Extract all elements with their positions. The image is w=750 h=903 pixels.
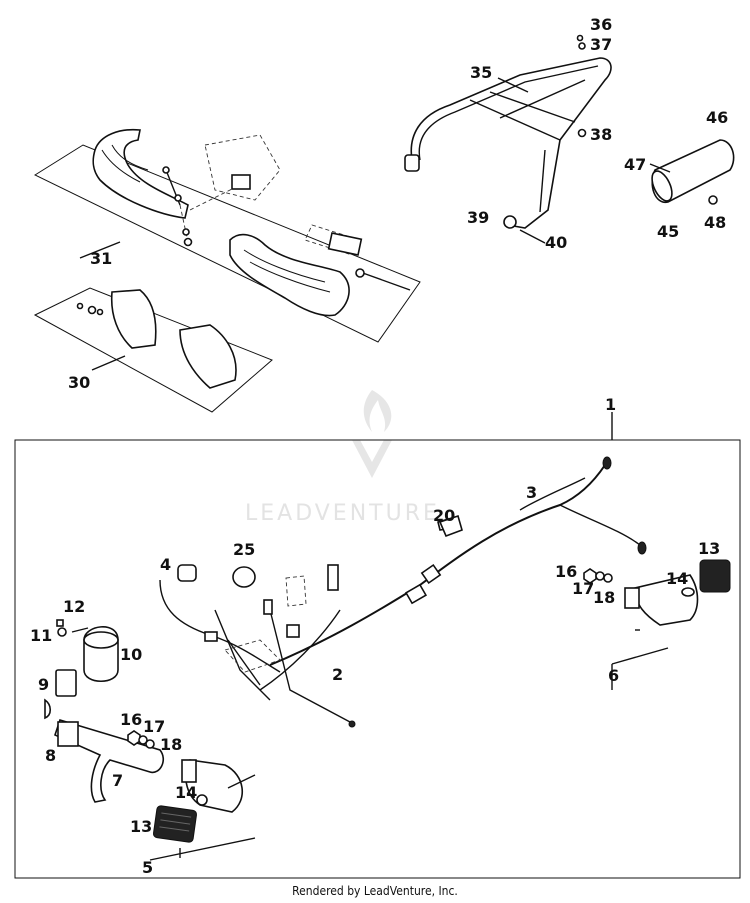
callout-31: 31 [90, 249, 112, 268]
callout-14-left: 14 [175, 783, 197, 802]
callout-36: 36 [590, 15, 612, 34]
lighting-kit-group-1 [14, 412, 741, 879]
shield-group-30 [33, 287, 273, 413]
callout-47: 47 [624, 155, 646, 174]
tail-light-lens-13 [699, 559, 731, 593]
wiring-harness-2 [159, 579, 281, 673]
leadventure-watermark: LEADVENTURE [245, 390, 440, 526]
callout-18-right: 18 [593, 588, 615, 607]
rack-frame [410, 57, 612, 229]
callout-30: 30 [68, 373, 90, 392]
callout-6: 6 [608, 666, 619, 685]
flame-logo-icon [363, 390, 392, 432]
group-30-panel [33, 287, 273, 413]
right-shield [179, 324, 237, 389]
footer-credit: Rendered by LeadVenture, Inc. [292, 884, 458, 898]
callout-10: 10 [120, 645, 142, 664]
callout-3: 3 [526, 483, 537, 502]
callout-11: 11 [30, 626, 52, 645]
handguard-group-31 [33, 128, 421, 343]
callout-12: 12 [63, 597, 85, 616]
callout-40: 40 [545, 233, 567, 252]
wire-clip-20 [438, 514, 463, 538]
tool-tube-45 [649, 139, 735, 205]
callout-37: 37 [590, 35, 612, 54]
callout-20: 20 [433, 506, 455, 525]
watermark-text: LEADVENTURE [245, 501, 440, 526]
kit-1-frame [14, 439, 741, 879]
callout-5: 5 [142, 858, 153, 877]
callout-2: 2 [332, 665, 343, 684]
callout-8: 8 [45, 746, 56, 765]
callout-14-right: 14 [666, 569, 688, 588]
bar-end-cylinder [327, 232, 363, 256]
callout-7: 7 [112, 771, 123, 790]
connector-4 [177, 564, 197, 582]
callout-48: 48 [704, 213, 726, 232]
callout-18-left: 18 [160, 735, 182, 754]
o-ring-25 [232, 566, 256, 588]
headlight-bracket-7 [54, 719, 165, 803]
callout-39: 39 [467, 208, 489, 227]
relay-8 [57, 721, 79, 747]
callout-1: 1 [605, 395, 616, 414]
left-handguard [92, 128, 189, 219]
callout-35: 35 [470, 63, 492, 82]
callout-46: 46 [706, 108, 728, 127]
callout-16-right: 16 [555, 562, 577, 581]
left-shield [110, 289, 157, 349]
callout-17-right: 17 [572, 579, 594, 598]
callout-13-right: 13 [698, 539, 720, 558]
relay-9 [55, 669, 77, 697]
callout-16-left: 16 [120, 710, 142, 729]
wiring-harness-3 [269, 464, 606, 666]
callout-9: 9 [38, 675, 49, 694]
right-handguard [229, 233, 350, 317]
headlight-lens-13 [152, 805, 198, 843]
callout-25: 25 [233, 540, 255, 559]
callout-13-left: 13 [130, 817, 152, 836]
v-logo-icon [352, 440, 392, 478]
callout-4: 4 [160, 555, 171, 574]
callout-labels: 1 2 3 4 5 6 7 8 9 10 11 12 13 13 14 14 1… [30, 15, 728, 877]
callout-38: 38 [590, 125, 612, 144]
callout-17-left: 17 [143, 717, 165, 736]
callout-45: 45 [657, 222, 679, 241]
luggage-rack-35 [404, 34, 612, 244]
handlebar-clamp [231, 174, 251, 190]
